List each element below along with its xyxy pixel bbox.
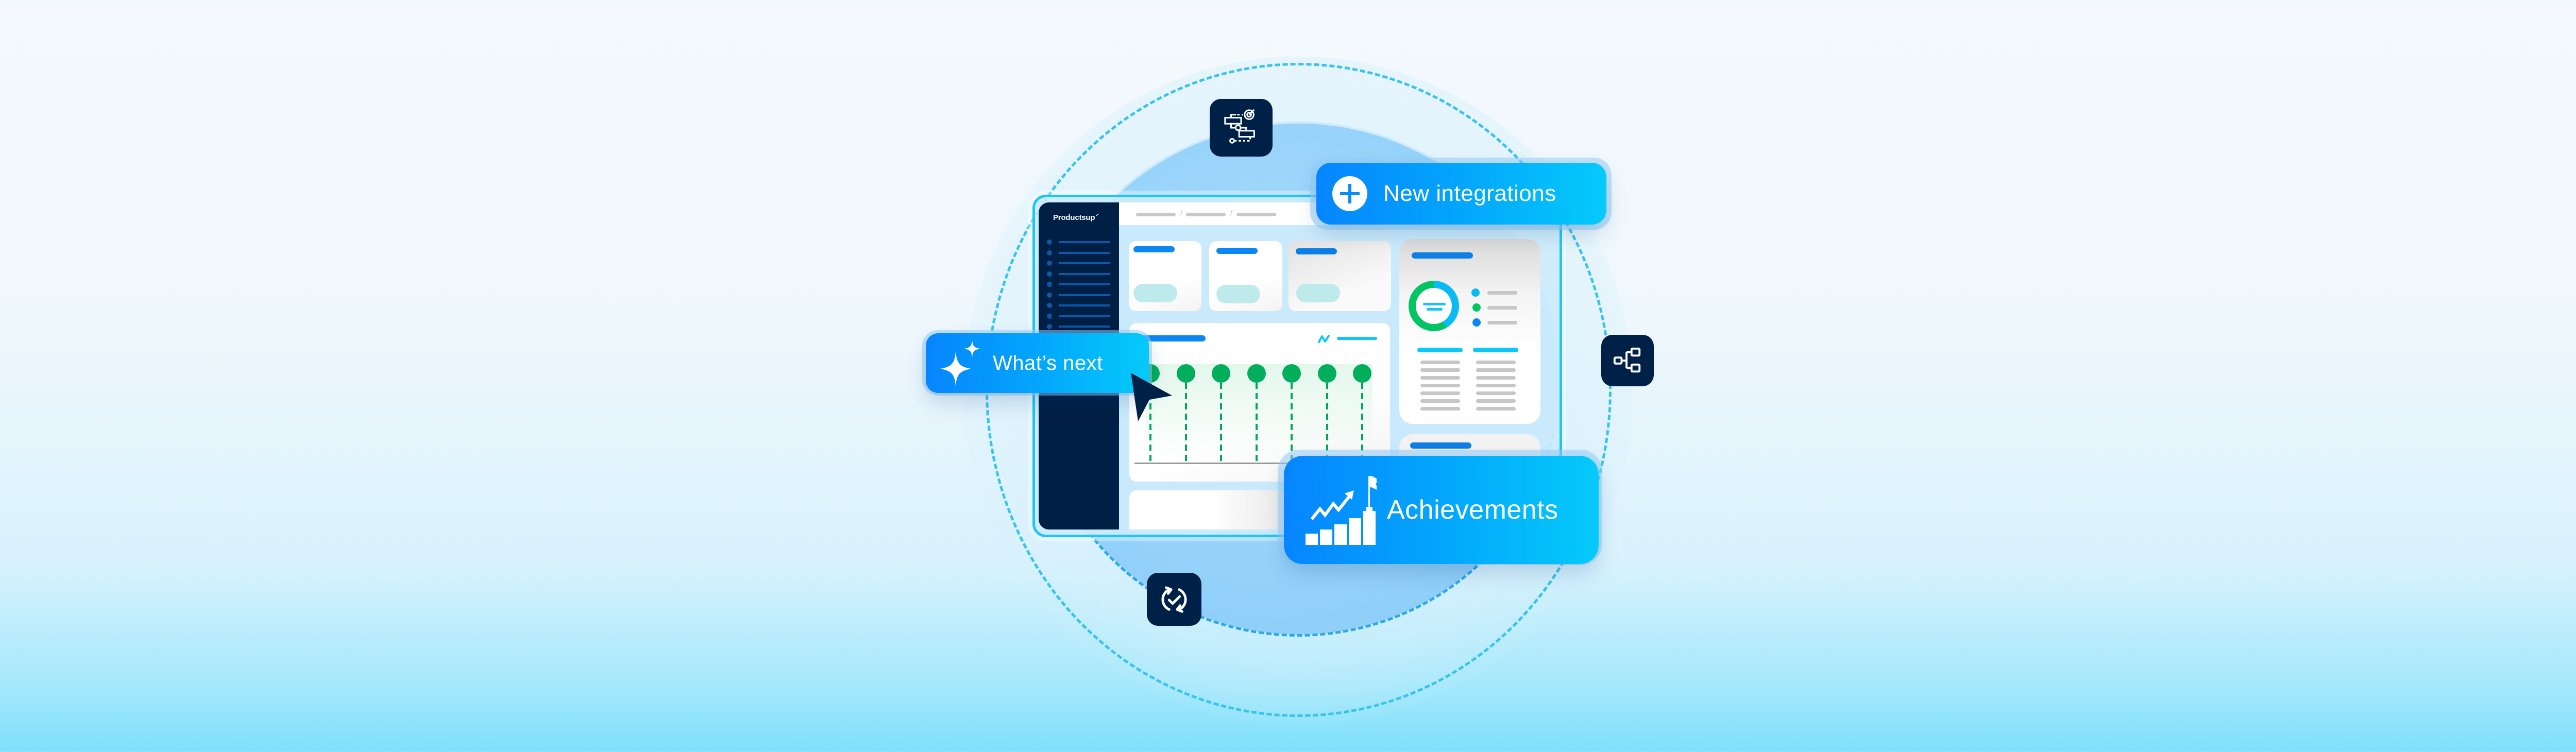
legend-dot — [1471, 288, 1480, 297]
sidebar-item-label — [1059, 241, 1110, 243]
sidebar-item[interactable] — [1047, 282, 1111, 287]
donut-center — [1416, 288, 1452, 324]
sidebar-item-label — [1059, 326, 1110, 328]
sidebar-item[interactable] — [1047, 271, 1111, 277]
donut-panel — [1399, 239, 1540, 424]
sidebar-item-label — [1059, 304, 1110, 306]
whats-next-label: What’s next — [993, 351, 1103, 374]
secondary-panel-title — [1410, 442, 1471, 449]
sparkles-icon — [940, 340, 980, 386]
breadcrumb-separator: / — [1230, 209, 1232, 217]
kpi-value — [1216, 285, 1260, 303]
breadcrumb-item[interactable] — [1136, 213, 1176, 216]
donut-center-line — [1427, 308, 1443, 311]
brand-logo: Productsup↗ — [1053, 213, 1099, 222]
sidebar-item-label — [1059, 294, 1110, 296]
bullet-icon — [1047, 324, 1052, 329]
bullet-icon — [1047, 250, 1052, 255]
breadcrumb-separator: / — [1180, 209, 1182, 217]
plus-circle-icon — [1332, 176, 1367, 211]
sidebar-item[interactable] — [1047, 324, 1111, 329]
legend-label — [1487, 291, 1517, 295]
bullet-icon — [1047, 314, 1052, 319]
sidebar-item-label — [1059, 252, 1110, 254]
sidebar-item-label — [1059, 262, 1110, 264]
sidebar-item[interactable] — [1047, 314, 1111, 319]
table-header — [1473, 348, 1518, 352]
sidebar-item-label — [1059, 273, 1110, 275]
sync-tile[interactable] — [1147, 573, 1201, 626]
whats-next-button[interactable]: What’s next — [926, 333, 1149, 393]
chart-title — [1138, 335, 1206, 341]
mouse-pointer-icon — [1131, 373, 1172, 421]
achievements-button[interactable]: Achievements — [1284, 456, 1599, 564]
kpi-title — [1296, 248, 1337, 254]
bullet-icon — [1047, 293, 1052, 298]
trend-icon — [1318, 335, 1330, 343]
legend-label — [1487, 306, 1517, 310]
bullet-icon — [1047, 271, 1052, 277]
breadcrumb-item[interactable] — [1186, 213, 1226, 216]
hierarchy-icon — [1613, 347, 1641, 373]
new-integrations-button[interactable]: New integrations — [1316, 163, 1606, 225]
sidebar-item[interactable] — [1047, 303, 1111, 308]
breadcrumb-item[interactable] — [1236, 213, 1276, 216]
hierarchy-tile[interactable] — [1601, 335, 1654, 386]
chart-legend-label — [1337, 337, 1377, 340]
sidebar-item[interactable] — [1047, 261, 1111, 266]
kpi-title — [1216, 248, 1258, 254]
bullet-icon — [1047, 303, 1052, 308]
bottom-panel — [1129, 490, 1294, 529]
legend-dot — [1472, 318, 1481, 327]
sidebar-item[interactable] — [1047, 250, 1111, 255]
kpi-title — [1133, 246, 1175, 252]
sidebar-item-label — [1059, 283, 1110, 285]
donut-panel-title — [1412, 252, 1473, 259]
achievements-label: Achievements — [1387, 495, 1558, 525]
sidebar-item[interactable] — [1047, 240, 1111, 245]
growth-flag-icon — [1306, 476, 1377, 545]
sync-check-icon — [1161, 586, 1187, 613]
brand-mark-icon: ↗ — [1095, 213, 1099, 218]
table-header — [1417, 348, 1463, 352]
kpi-value — [1133, 284, 1177, 302]
workflow-target-icon — [1224, 109, 1255, 144]
brand-name: Productsup — [1053, 213, 1095, 222]
legend-label — [1487, 321, 1517, 324]
sidebar-item[interactable] — [1047, 293, 1111, 298]
sidebar-item-label — [1059, 315, 1110, 317]
bullet-icon — [1047, 261, 1052, 266]
kpi-value — [1296, 284, 1340, 302]
chart-axis — [1134, 463, 1341, 464]
donut-center-line — [1423, 303, 1446, 305]
legend-dot — [1472, 303, 1481, 312]
new-integrations-label: New integrations — [1383, 181, 1556, 206]
workflow-tile[interactable] — [1210, 99, 1273, 157]
bullet-icon — [1047, 282, 1052, 287]
bullet-icon — [1047, 240, 1052, 245]
